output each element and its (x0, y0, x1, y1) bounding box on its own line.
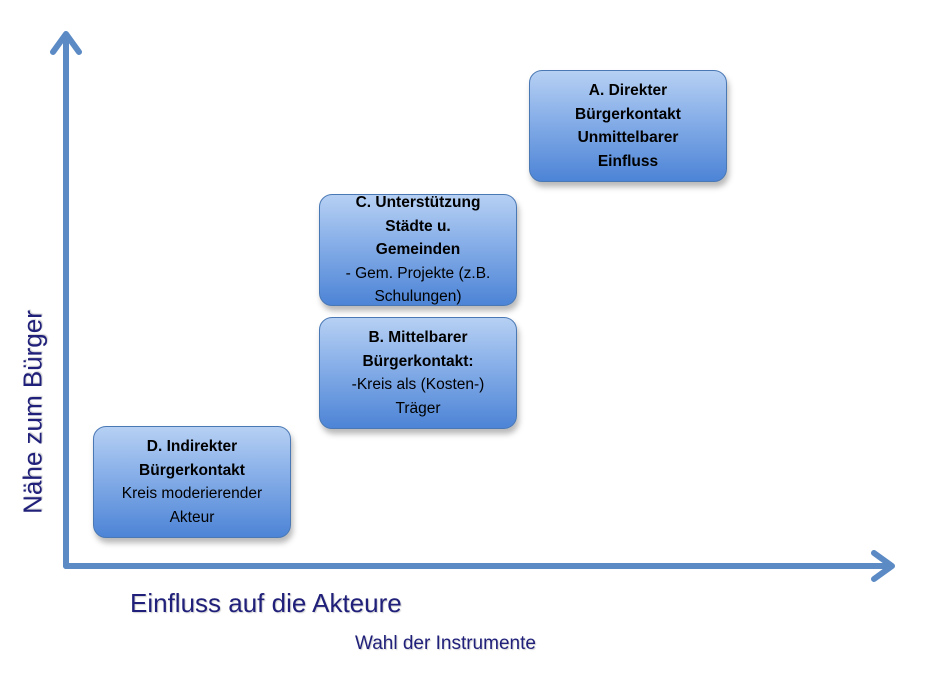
x-axis-arrowhead (871, 550, 895, 582)
box-b-title-line-2: Bürgerkontakt: (362, 352, 474, 370)
box-d-title-line-2: Bürgerkontakt (139, 461, 245, 479)
y-axis-arrowhead (50, 31, 82, 55)
box-c-title-line-3: Gemeinden (375, 241, 461, 259)
y-axis-label-text: Nähe zum Bürger (17, 310, 48, 514)
box-a-line-1: A. Direkter (588, 82, 668, 99)
x-axis-label: Einfluss auf die Akteure (130, 588, 402, 618)
box-a-line-3: Unmittelbarer (577, 129, 679, 146)
box-a-line-4: Einfluss (597, 152, 659, 170)
box-b-indirect-contact: B. Mittelbarer Bürgerkontakt: -Kreis als… (319, 317, 517, 429)
box-d-indirect-contact: D. Indirekter Bürgerkontakt Kreis moderi… (93, 426, 291, 538)
box-c-title-line-1: C. Unterstützung (355, 194, 481, 212)
box-a-direct-contact: A. Direkter Bürgerkontakt Unmittelbarer … (529, 70, 727, 182)
box-c-support: C. Unterstützung Städte u. Gemeinden - G… (319, 194, 517, 306)
box-c-detail-line-1: - Gem. Projekte (z.B. (345, 264, 491, 282)
box-c-detail-line-2: Schulungen) (374, 288, 462, 306)
box-b-detail-line-1: -Kreis als (Kosten-) (351, 376, 485, 393)
box-c-title-line-2: Städte u. (385, 217, 451, 235)
box-d-title-line-1: D. Indirekter (146, 438, 238, 455)
box-d-detail-line-2: Akteur (169, 508, 215, 526)
box-b-detail-line-2: Träger (395, 399, 441, 417)
box-d-detail-line-1: Kreis moderierender (121, 485, 263, 502)
box-b-title-line-1: B. Mittelbarer (368, 329, 468, 346)
box-a-line-2: Bürgerkontakt (575, 105, 681, 123)
x-axis-sublabel: Wahl der Instrumente (355, 633, 536, 654)
